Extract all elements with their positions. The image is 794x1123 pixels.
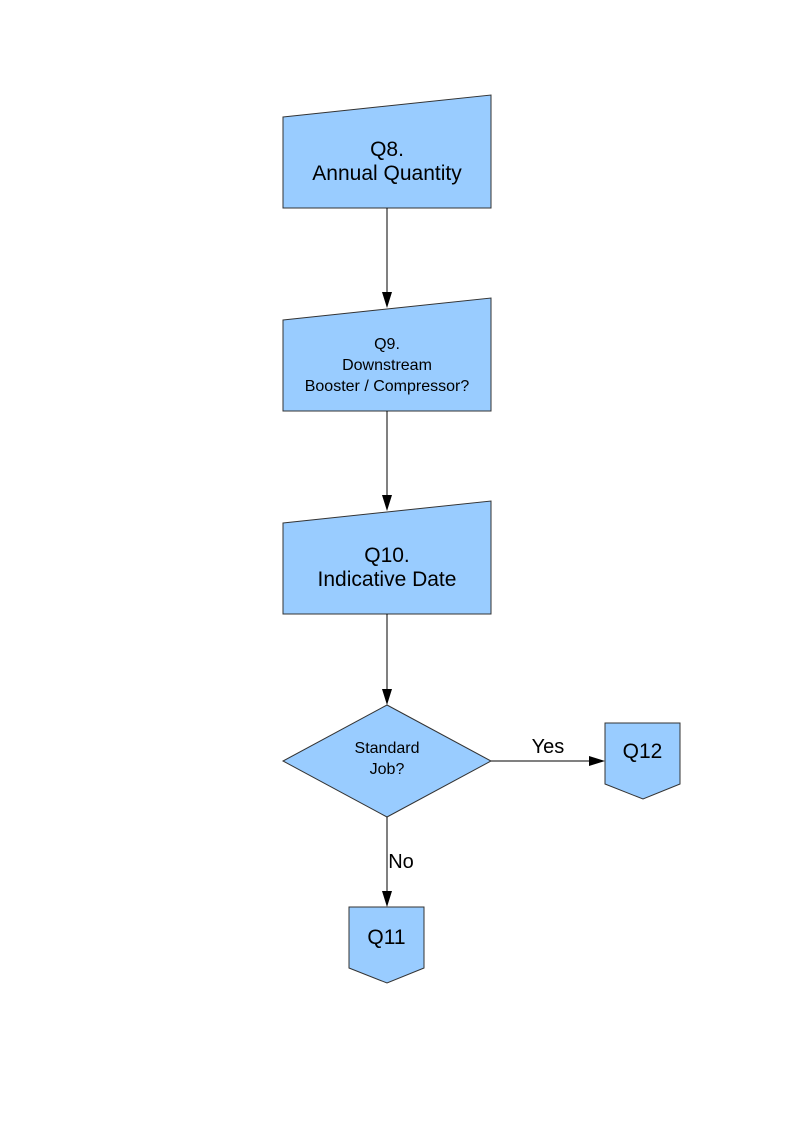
arrowhead-decision-to-q12 — [589, 756, 605, 766]
arrowhead-q10-to-decision — [382, 689, 392, 705]
q8-node-label: Q8. Annual Quantity — [283, 138, 491, 186]
q9-node-shape — [282, 297, 492, 412]
q9-subtitle-line1: Downstream — [342, 357, 432, 374]
arrowhead-q9-to-q10 — [382, 495, 392, 511]
q8-title: Q8. — [370, 138, 404, 161]
q10-node-label: Q10. Indicative Date — [283, 544, 491, 592]
q8-node-shape — [282, 94, 492, 209]
q8-subtitle: Annual Quantity — [312, 162, 462, 186]
decision-line1: Standard — [354, 740, 420, 757]
decision-node-label: Standard Job? — [283, 738, 491, 780]
q9-node-label: Q9. Downstream Booster / Compressor? — [283, 334, 491, 397]
q12-connector-shape — [604, 722, 681, 800]
arrowhead-decision-to-q11 — [382, 891, 392, 907]
arrowhead-q8-to-q9 — [382, 292, 392, 308]
q10-subtitle: Indicative Date — [317, 568, 457, 592]
yes-edge-label: Yes — [531, 736, 565, 758]
q11-connector-label: Q11 — [367, 926, 406, 949]
no-edge-label: No — [388, 851, 414, 873]
q10-node-shape — [282, 500, 492, 615]
q9-subtitle-line2: Booster / Compressor? — [304, 378, 470, 395]
q9-title: Q9. — [374, 336, 400, 353]
q12-connector-label: Q12 — [622, 740, 663, 763]
q10-title: Q10. — [364, 544, 410, 567]
q11-connector-shape — [348, 906, 425, 984]
decision-line2: Job? — [369, 761, 405, 778]
